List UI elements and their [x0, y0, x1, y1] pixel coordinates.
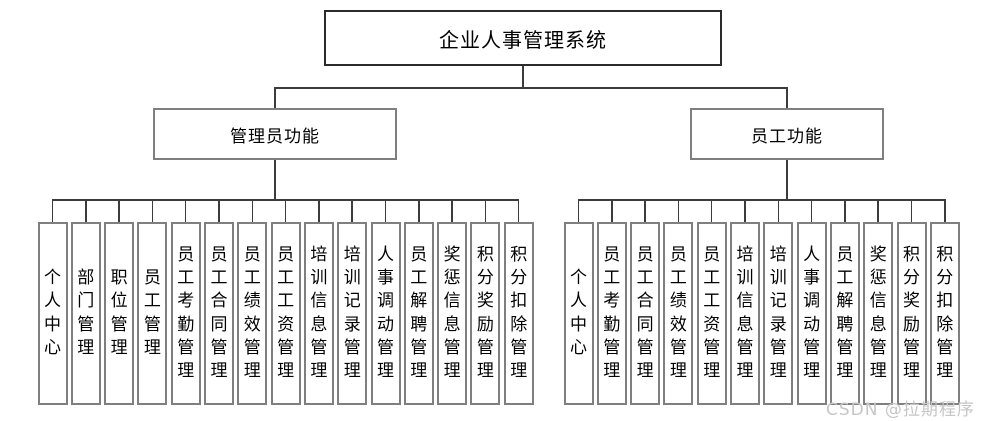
- leaf-node: 员工绩效管理: [663, 222, 694, 405]
- branch-node-admin: 管理员功能: [153, 108, 397, 160]
- leaf-node: 部门管理: [70, 222, 101, 405]
- leaf-node: 培训记录管理: [763, 222, 794, 405]
- connector-line: [274, 87, 788, 89]
- connector-line: [777, 200, 780, 222]
- leaf-node: 奖惩信息管理: [437, 222, 468, 405]
- connector-line: [522, 66, 524, 88]
- connector-line: [274, 160, 276, 200]
- leaf-node: 培训记录管理: [337, 222, 368, 405]
- leaf-node: 员工合同管理: [630, 222, 661, 405]
- connector-line: [877, 200, 879, 222]
- leaf-node: 员工考勤管理: [596, 222, 627, 405]
- leaf-node: 积分扣除管理: [503, 222, 534, 405]
- leaf-node: 人事调动管理: [796, 222, 827, 405]
- connector-line: [910, 200, 913, 222]
- connector-line: [418, 200, 420, 222]
- connector-line: [786, 88, 788, 108]
- connector-line: [384, 200, 387, 222]
- connector-line: [744, 200, 746, 222]
- connector-line: [151, 200, 154, 222]
- connector-line: [710, 200, 713, 222]
- leaf-node: 培训信息管理: [303, 222, 334, 405]
- leaf-node: 员工考勤管理: [170, 222, 201, 405]
- leaf-node: 奖惩信息管理: [863, 222, 894, 405]
- connector-line: [577, 199, 946, 201]
- connector-line: [644, 200, 646, 222]
- leaf-node: 员工解聘管理: [403, 222, 434, 405]
- connector-line: [517, 200, 520, 222]
- root-node: 企业人事管理系统: [324, 10, 722, 66]
- connector-line: [451, 200, 453, 222]
- leaf-node: 积分奖励管理: [896, 222, 927, 405]
- connector-line: [118, 200, 120, 222]
- connector-line: [677, 200, 680, 222]
- connector-line: [284, 200, 287, 222]
- connector-line: [611, 200, 613, 222]
- leaf-node: 人事调动管理: [370, 222, 401, 405]
- leaf-node: 员工绩效管理: [237, 222, 268, 405]
- leaf-node: 积分扣除管理: [929, 222, 960, 405]
- branch-node-employee: 员工功能: [690, 108, 884, 160]
- leaf-node: 员工解聘管理: [829, 222, 860, 405]
- leaf-node: 员工工资管理: [270, 222, 301, 405]
- watermark: CSDN @拉期程序: [826, 400, 975, 420]
- leaf-node: 积分奖励管理: [470, 222, 501, 405]
- connector-line: [351, 200, 353, 222]
- leaf-node: 职位管理: [104, 222, 135, 405]
- connector-line: [218, 200, 220, 222]
- connector-line: [844, 200, 846, 222]
- leaf-node: 员工工资管理: [696, 222, 727, 405]
- connector-line: [274, 88, 276, 108]
- connector-line: [51, 200, 54, 222]
- connector-line: [577, 200, 580, 222]
- connector-line: [85, 200, 87, 222]
- connector-line: [944, 200, 946, 222]
- connector-line: [786, 160, 788, 200]
- leaf-node: 员工合同管理: [204, 222, 234, 405]
- leaf-node: 个人中心: [37, 222, 68, 405]
- connector-line: [251, 200, 254, 222]
- connector-line: [318, 200, 320, 222]
- connector-line: [184, 200, 187, 222]
- connector-line: [810, 200, 813, 222]
- leaf-node: 员工管理: [137, 222, 168, 405]
- leaf-node: 个人中心: [563, 222, 594, 405]
- connector-line: [484, 200, 487, 222]
- leaf-node: 培训信息管理: [730, 222, 760, 405]
